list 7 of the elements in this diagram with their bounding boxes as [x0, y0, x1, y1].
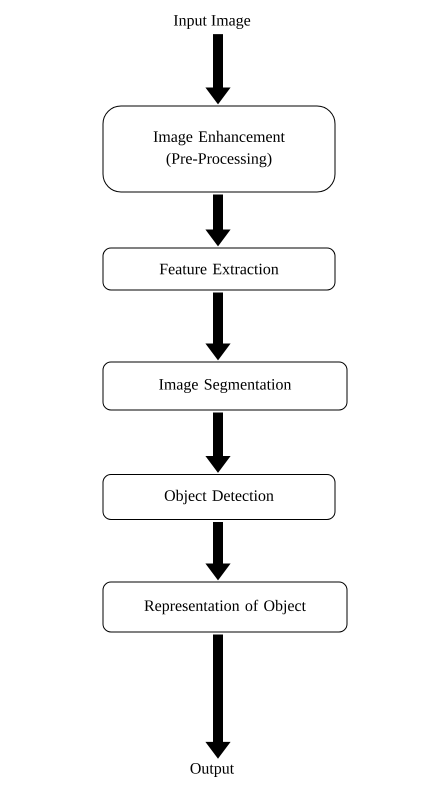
process-box: Object Detection	[102, 474, 336, 520]
terminal-label: Input Image	[174, 15, 250, 29]
process-box: Representation of Object	[102, 582, 348, 632]
process-box: Image Segmentation	[102, 362, 348, 410]
process-box: Image Enhancement (Pre-Processing)	[102, 106, 336, 192]
terminal-label: Output	[190, 763, 234, 777]
process-box: Feature Extraction	[102, 248, 336, 290]
